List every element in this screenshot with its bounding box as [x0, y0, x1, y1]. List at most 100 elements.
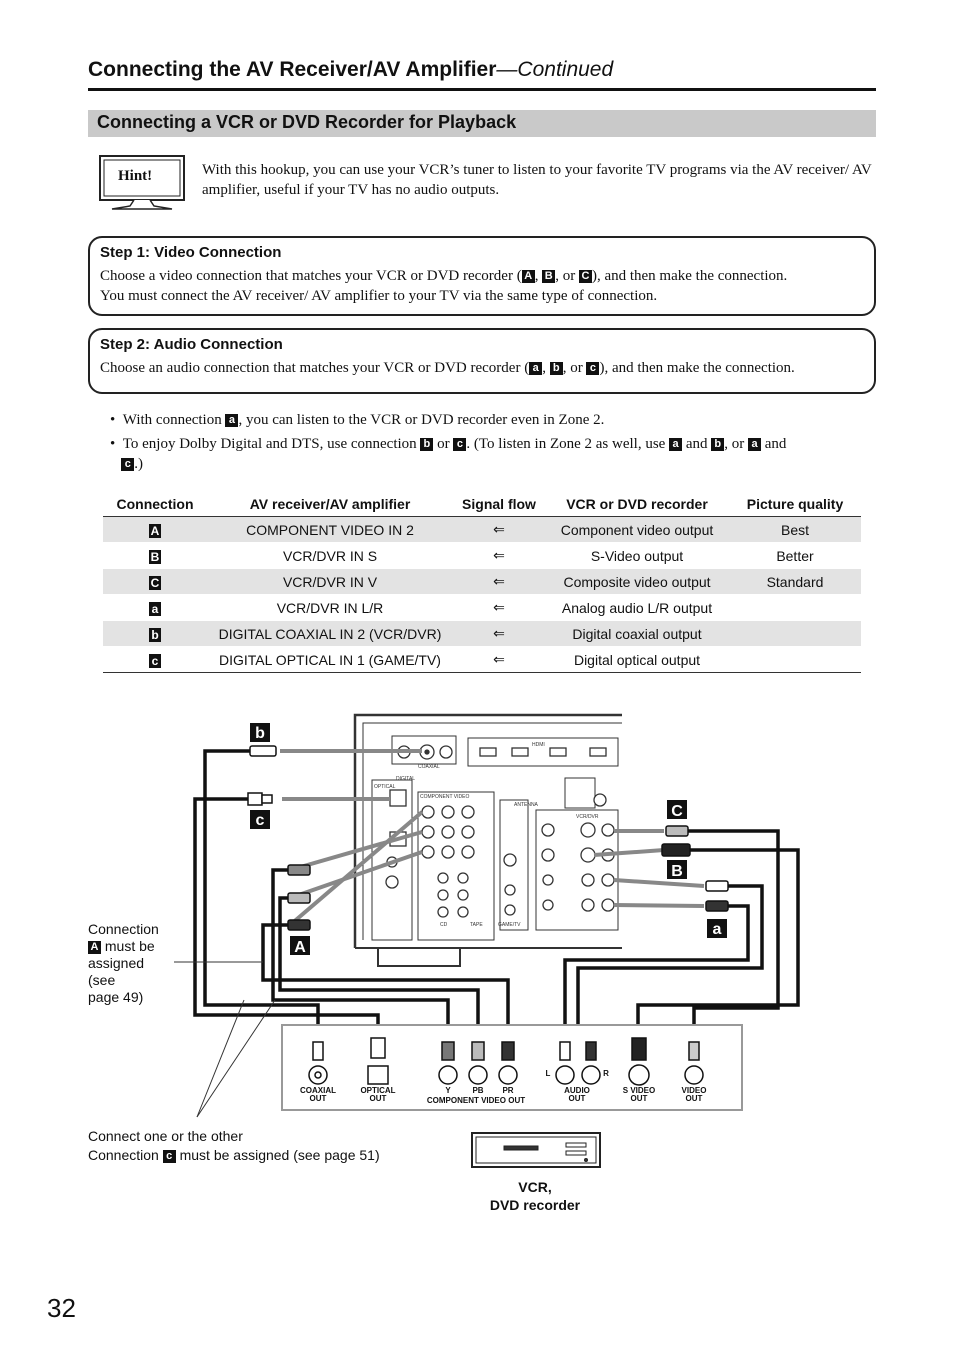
jack-label-out: OUT	[370, 1094, 387, 1103]
section-bar	[88, 110, 876, 137]
cell-flow: ⇐	[453, 646, 545, 673]
header-title-continued: —Continued	[496, 58, 614, 81]
page-header-title: Connecting the AV Receiver/AV Amplifier—…	[88, 58, 613, 82]
cell-flow: ⇐	[453, 542, 545, 569]
badge-A: A	[521, 270, 535, 283]
conn-badge: B	[149, 549, 161, 564]
jack-label-svideo: S VIDEO	[623, 1086, 655, 1095]
jack-label-y: Y	[445, 1086, 451, 1095]
panel-label-gametv: GAME/TV	[498, 922, 521, 928]
step1-title: Step 1: Video Connection	[100, 244, 282, 261]
badge-A: A	[88, 941, 101, 954]
cell-connection: C	[103, 568, 207, 595]
badge-c: c	[586, 362, 600, 375]
cell-amp: VCR/DVR IN V	[207, 568, 453, 595]
th-amplifier: AV receiver/AV amplifier	[207, 492, 453, 517]
cell-connection: c	[103, 646, 207, 673]
pointer-lines	[174, 961, 276, 1118]
badge-B: B	[542, 270, 556, 283]
step2-box	[88, 328, 876, 394]
panel-labels: COMPONENT VIDEO ANTENNA VCR/DVR DIGITAL …	[374, 742, 599, 928]
badge-c: c	[121, 458, 135, 471]
note2-post: must be assigned (see page 51)	[175, 1147, 380, 1163]
cell-amp: VCR/DVR IN L/R	[207, 594, 453, 621]
badge-a: a	[529, 362, 543, 375]
jack-label-l: L	[546, 1069, 551, 1078]
jack-label-out: OUT	[569, 1094, 586, 1103]
panel-label-component: COMPONENT VIDEO	[420, 794, 469, 800]
badge-C: C	[578, 270, 592, 283]
bullet1-pre: With connection	[122, 412, 226, 428]
connection-diagram: COMPONENT VIDEO ANTENNA VCR/DVR DIGITAL …	[174, 713, 800, 1168]
panel-label-hdmi: HDMI	[532, 742, 545, 748]
cell-quality: Better	[729, 542, 861, 569]
badge-b: b	[420, 438, 434, 451]
jack-label-out: OUT	[310, 1094, 327, 1103]
conn-badge: b	[149, 627, 161, 642]
jack-label-audio: AUDIO	[564, 1086, 590, 1095]
cell-amp: DIGITAL OPTICAL IN 1 (GAME/TV)	[207, 646, 453, 673]
recorder-device-label: VCR, DVD recorder	[472, 1178, 598, 1214]
note2-line1: Connect one or the other	[88, 1128, 243, 1144]
jack-label-video: VIDEO	[682, 1086, 707, 1095]
cell-recorder: Digital coaxial output	[545, 620, 729, 647]
cell-quality: Best	[729, 516, 861, 543]
vcr-device-icon	[471, 1132, 601, 1168]
hint-text: With this hookup, you can use your VCR’s…	[202, 162, 872, 198]
step1-text-c: You must connect the AV receiver/ AV amp…	[100, 288, 658, 304]
step2-sep: , or	[562, 360, 587, 376]
table-row: a VCR/DVR IN L/R ⇐ Analog audio L/R outp…	[103, 594, 861, 621]
cell-amp: DIGITAL COAXIAL IN 2 (VCR/DVR)	[207, 620, 453, 647]
badge-c: c	[162, 1150, 176, 1163]
cable-plugs	[247, 745, 729, 931]
cell-quality: Standard	[729, 568, 861, 595]
cell-quality	[729, 620, 861, 647]
table-header-row: Connection AV receiver/AV amplifier Sign…	[103, 492, 861, 517]
jack-label-component: COMPONENT VIDEO OUT	[427, 1096, 525, 1105]
note1-line4: (see	[88, 972, 116, 988]
recorder-jacks	[308, 1064, 704, 1086]
table-row: c DIGITAL OPTICAL IN 1 (GAME/TV) ⇐ Digit…	[103, 646, 861, 673]
table-row: b DIGITAL COAXIAL IN 2 (VCR/DVR) ⇐ Digit…	[103, 620, 861, 647]
section-title: Connecting a VCR or DVD Recorder for Pla…	[97, 112, 517, 132]
note-connection-a-assigned: Connection A must be assigned (see page …	[88, 921, 168, 1006]
conn-badge: c	[149, 653, 161, 668]
diagram-badge-C: C	[671, 803, 683, 820]
jack-label-pr: PR	[502, 1086, 513, 1095]
bullet2-mid: . (To listen in Zone 2 as well, use	[466, 436, 670, 452]
cell-connection: a	[103, 594, 207, 621]
cell-recorder: Component video output	[545, 516, 729, 543]
th-signal-flow: Signal flow	[453, 492, 545, 517]
note1-line1: Connection	[88, 921, 159, 937]
header-title-main: Connecting the AV Receiver/AV Amplifier	[88, 58, 497, 81]
panel-label-digital: DIGITAL	[396, 776, 415, 782]
panel-label-optical: OPTICAL	[374, 784, 396, 790]
bullet2-or: or	[433, 436, 454, 452]
cell-connection: A	[103, 516, 207, 543]
step2-text: Choose an audio connection that matches …	[100, 358, 795, 378]
step1-box	[88, 236, 876, 316]
hint-tv-icon	[99, 155, 185, 210]
step2-title: Step 2: Audio Connection	[100, 336, 283, 353]
note1-line3: assigned	[88, 955, 145, 971]
diagram-badge-c: c	[256, 812, 265, 829]
th-recorder: VCR or DVD recorder	[545, 492, 729, 517]
cell-connection: B	[103, 542, 207, 569]
diagram-badge-B: B	[671, 863, 683, 880]
panel-label-antenna: ANTENNA	[514, 802, 539, 808]
step1-text-b: ), and then make the connection.	[591, 268, 788, 284]
bullet2-or2: , or	[724, 436, 749, 452]
table-row: C VCR/DVR IN V ⇐ Composite video output …	[103, 568, 861, 595]
table-row: B VCR/DVR IN S ⇐ S-Video output Better	[103, 542, 861, 569]
step1-text-a: Choose a video connection that matches y…	[100, 268, 522, 284]
bullet-1: • With connection a, you can listen to t…	[110, 412, 605, 428]
step1-sep: , or	[555, 268, 579, 284]
badge-a: a	[748, 438, 762, 451]
header-rule	[88, 88, 876, 91]
step2-text-a: Choose an audio connection that matches …	[100, 360, 530, 376]
diagram-badge-a: a	[713, 921, 722, 938]
cell-connection: b	[103, 620, 207, 647]
page-number: 32	[47, 1293, 76, 1323]
step1-text: Choose a video connection that matches y…	[100, 266, 870, 306]
